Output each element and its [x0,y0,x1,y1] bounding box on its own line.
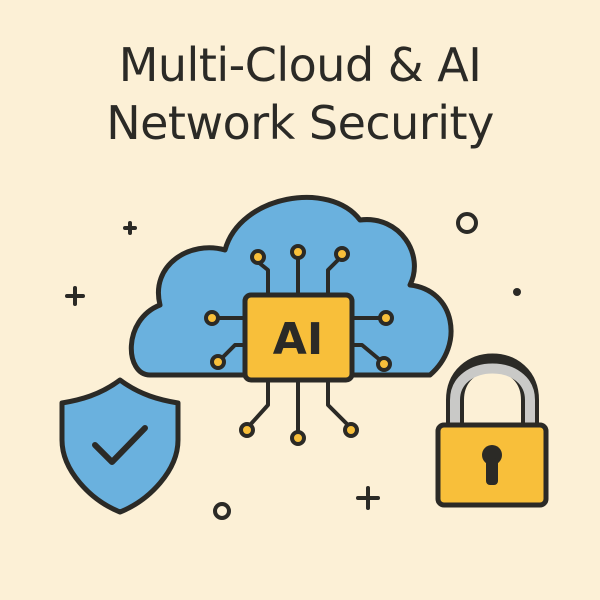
sparkle-plus-icon [123,221,137,235]
decorative-marks [65,212,521,520]
ai-chip-icon [204,244,394,446]
padlock-icon [435,353,549,508]
ring-icon [456,212,478,234]
sparkle-plus-icon [65,286,85,306]
title-line-2: Network Security [106,96,494,150]
chip-label: AI [273,314,323,365]
title-line-1: Multi-Cloud & AI [118,38,482,92]
cloud-icon [128,194,454,378]
sparkle-plus-icon [356,486,380,510]
shield-check-icon [59,377,181,515]
ring-icon [213,502,231,520]
page-title: Multi-Cloud & AI Network Security [0,36,600,152]
dot-icon [513,288,521,296]
